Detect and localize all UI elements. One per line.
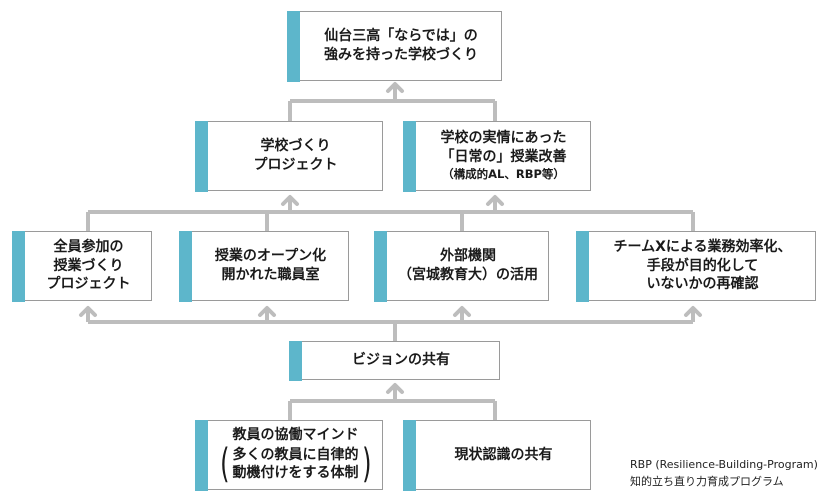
school-project-line-1: 学校づくり: [260, 138, 331, 155]
collaboration-mind-detail-2: 動機付けをする体制: [232, 465, 359, 482]
team-x-line-2: 手段が目的化して: [646, 257, 759, 274]
external-agency-line-2: （宮城教育大）の活用: [398, 267, 538, 283]
school-project-box: 学校づくり プロジェクト: [194, 120, 383, 192]
vision-box: ビジョンの共有: [288, 340, 500, 381]
lesson-improvement-line-1: 学校の実情にあった: [440, 130, 567, 147]
team-x-line-3: いないかの再確認: [646, 276, 759, 293]
collaboration-mind-title: 教員の協働マインド: [232, 426, 359, 443]
all-participation-line-2: 授業づくり: [53, 257, 124, 274]
vision-label: ビジョンの共有: [352, 352, 450, 369]
all-participation-line-1: 全員参加の: [53, 238, 124, 255]
collaboration-mind-detail-1: 多くの教員に自律的: [232, 446, 359, 463]
collaboration-mind-detail: ( 多くの教員に自律的 動機付けをする体制 ): [217, 444, 374, 484]
collaboration-mind-box: 教員の協働マインド ( 多くの教員に自律的 動機付けをする体制 ): [194, 419, 383, 491]
goal-line-2: 強みを持った学校づくり: [324, 47, 478, 63]
situation-awareness-label: 現状認識の共有: [454, 446, 553, 463]
lesson-improvement-sub: （構成的AL、RBP等）: [442, 167, 565, 182]
open-classes-box: 授業のオープン化 開かれた職員室: [178, 230, 349, 302]
open-classes-line-1: 授業のオープン化: [214, 248, 327, 265]
team-x-box: チームXによる業務効率化、 手段が目的化して いないかの再確認: [575, 230, 816, 302]
external-agency-box: 外部機関 （宮城教育大）の活用: [373, 230, 549, 302]
rbp-footnote: RBP (Resilience-Building-Program) 知的立ち直り…: [630, 456, 818, 490]
right-paren-icon: ): [361, 441, 371, 488]
situation-awareness-box: 現状認識の共有: [402, 419, 591, 491]
external-agency-line-1: 外部機関: [440, 248, 496, 265]
goal-box: 仙台三高「ならでは」の 強みを持った学校づくり: [286, 10, 502, 82]
lesson-improvement-line-2: 「日常の」授業改善: [440, 149, 567, 166]
lesson-improvement-box: 学校の実情にあった 「日常の」授業改善 （構成的AL、RBP等）: [402, 120, 591, 192]
all-participation-line-3: プロジェクト: [46, 276, 131, 293]
team-x-line-1: チームXによる業務効率化、: [613, 238, 792, 255]
left-paren-icon: (: [220, 441, 230, 488]
open-classes-line-2: 開かれた職員室: [221, 267, 320, 283]
rbp-footnote-line-1: RBP (Resilience-Building-Program): [630, 458, 818, 471]
school-project-line-2: プロジェクト: [253, 157, 338, 173]
goal-line-1: 仙台三高「ならでは」の: [324, 28, 478, 45]
rbp-footnote-line-2: 知的立ち直り力育成プログラム: [630, 475, 784, 489]
all-participation-box: 全員参加の 授業づくり プロジェクト: [11, 230, 152, 302]
